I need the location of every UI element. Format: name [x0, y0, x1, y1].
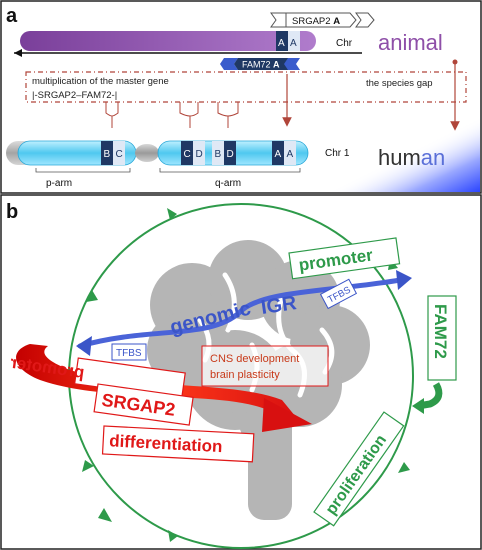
- band-c-q: [181, 141, 193, 165]
- band-b-p-letter: B: [104, 149, 111, 160]
- band-d-q2-letter: D: [227, 149, 234, 160]
- band-c-p: [113, 141, 125, 165]
- band-c-q-letter: C: [184, 149, 191, 160]
- fam72-box: FAM72: [427, 295, 457, 381]
- fam72-curl-arrow: [417, 382, 443, 410]
- chr-axis-arrowhead: [14, 49, 22, 57]
- p-arm-label: p-arm: [46, 178, 72, 189]
- chr-block-a-light: [288, 31, 300, 51]
- srgap2-tag-label: SRGAP2: [292, 16, 331, 27]
- differentiation-box: differentiation: [101, 425, 255, 463]
- cns-line2: brain plasticity: [210, 369, 280, 381]
- cycle-arrow-3: [82, 460, 94, 472]
- chr-label: Chr: [336, 38, 353, 49]
- fam72-tag-label: FAM72: [242, 60, 271, 70]
- panel-b-label: b: [6, 201, 18, 223]
- species-gap-text: the species gap: [366, 78, 433, 89]
- cycle-arrow-4: [168, 530, 178, 542]
- chr-a-dark-letter: A: [278, 38, 285, 49]
- band-b-q: [212, 141, 224, 165]
- svg-text:SRGAP2 A: SRGAP2 A: [292, 16, 340, 27]
- p-arm-bracket: [35, 168, 131, 173]
- tfbs-left-box: [111, 343, 147, 361]
- fam72-curl-arrowhead: [412, 398, 424, 414]
- panel-b: b: [0, 194, 482, 550]
- bracket-bc: [105, 102, 119, 128]
- band-d-q1-letter: D: [196, 149, 203, 160]
- cycle-arrow-7: [98, 508, 112, 522]
- panel-a-label: a: [6, 5, 18, 27]
- fam72-label: FAM72: [431, 304, 450, 359]
- igr-arrowhead-right: [396, 270, 412, 290]
- q-arm-bracket: [159, 168, 301, 173]
- srgap2-red-arrowhead: [262, 398, 312, 432]
- band-a-dark: [272, 141, 284, 165]
- srgap2-box: SRGAP2: [93, 383, 194, 426]
- srgap-fam-text: |-SRGAP2–FAM72-|: [32, 90, 117, 101]
- band-a-light-letter: A: [287, 149, 294, 160]
- srgap2-tag: SRGAP2 A: [270, 12, 375, 28]
- animal-label: animal: [378, 30, 443, 55]
- srgap2-red-arrow: [16, 344, 301, 422]
- q-arm-label: q-arm: [215, 178, 241, 189]
- band-a-dark-letter: A: [275, 149, 282, 160]
- centromere: [135, 144, 159, 162]
- tfbs-left-label: TFBS: [116, 348, 142, 359]
- igr-label: IGR: [260, 292, 299, 319]
- human-label: human: [378, 145, 445, 170]
- bracket-cd: [179, 102, 199, 128]
- cycle-arrowheads: [82, 208, 410, 542]
- fam72-tag: FAM72 A: [220, 58, 300, 70]
- band-d-q1: [193, 141, 205, 165]
- cns-line1: CNS development: [210, 353, 299, 365]
- igr-arrowhead-left: [76, 336, 92, 356]
- human-label-dark: hum: [378, 145, 421, 170]
- band-b-p: [101, 141, 113, 165]
- band-a-light: [284, 141, 296, 165]
- bracket-bd: [217, 102, 239, 128]
- band-b-q-letter: B: [215, 149, 222, 160]
- human-label-light: an: [421, 145, 445, 170]
- cycle-arrow-1: [167, 208, 177, 220]
- svg-text:FAM72 A: FAM72 A: [242, 60, 280, 70]
- cycle-arrow-2: [86, 290, 98, 302]
- multiplication-text: multiplication of the master gene: [32, 76, 169, 87]
- fam72-tag-bold: A: [273, 60, 280, 70]
- srgap2-tag-bold: A: [333, 16, 340, 27]
- species-gap-box: [25, 71, 467, 103]
- chr1-label: Chr 1: [325, 148, 350, 159]
- cns-box: [201, 345, 329, 387]
- chr-block-a-dark: [276, 31, 288, 51]
- panel-a: a SRGAP2 A A A Chr animal FAM72 A multip…: [0, 0, 482, 194]
- band-c-p-letter: C: [116, 149, 123, 160]
- band-d-q2: [224, 141, 236, 165]
- chr-a-light-letter: A: [290, 38, 297, 49]
- cycle-arrow-5: [398, 462, 410, 473]
- purple-chromosome: [20, 31, 316, 51]
